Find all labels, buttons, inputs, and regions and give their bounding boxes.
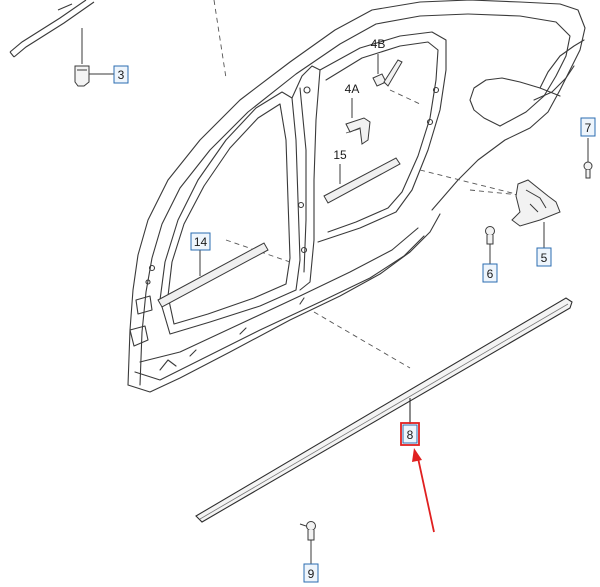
callout-7-label: 7 — [585, 121, 592, 135]
callout-5[interactable]: 5 — [536, 247, 552, 267]
body-side-frame — [127, 0, 586, 393]
callout-6-label: 6 — [487, 267, 494, 281]
callout-15[interactable]: 15 — [333, 148, 347, 162]
clip-part-3 — [74, 28, 114, 87]
seal-strip-part-15 — [323, 157, 401, 204]
callout-14[interactable]: 14 — [190, 232, 211, 251]
callout-4a[interactable]: 4A — [345, 82, 360, 96]
callout-9[interactable]: 9 — [303, 563, 319, 583]
callout-14-label: 14 — [194, 235, 208, 249]
bracket-part-4b — [372, 54, 403, 87]
upper-trim-strip — [9, 0, 95, 58]
bracket-part-4a — [345, 98, 371, 145]
callout-4b-label: 4B — [371, 37, 386, 51]
callout-4a-label: 4A — [345, 82, 360, 96]
callout-3[interactable]: 3 — [113, 65, 129, 84]
callout-15-label: 15 — [333, 148, 347, 162]
clip-part-6 — [485, 226, 495, 264]
callout-8[interactable]: 8 — [400, 422, 420, 446]
screw-part-7 — [583, 138, 593, 179]
callout-3-label: 3 — [118, 68, 125, 82]
dashed-leader-lines — [213, 0, 521, 369]
screw-part-9 — [299, 521, 316, 564]
callout-9-label: 9 — [308, 567, 315, 581]
sill-moulding-part-8 — [195, 297, 573, 523]
highlight-arrow — [412, 448, 435, 533]
seal-strip-part-14 — [157, 242, 269, 308]
callout-7[interactable]: 7 — [580, 117, 596, 137]
callout-5-label: 5 — [541, 251, 548, 265]
callout-4b[interactable]: 4B — [371, 37, 386, 51]
bracket-part-5 — [511, 179, 561, 248]
callout-8-label: 8 — [407, 428, 414, 442]
callout-6[interactable]: 6 — [482, 263, 498, 283]
